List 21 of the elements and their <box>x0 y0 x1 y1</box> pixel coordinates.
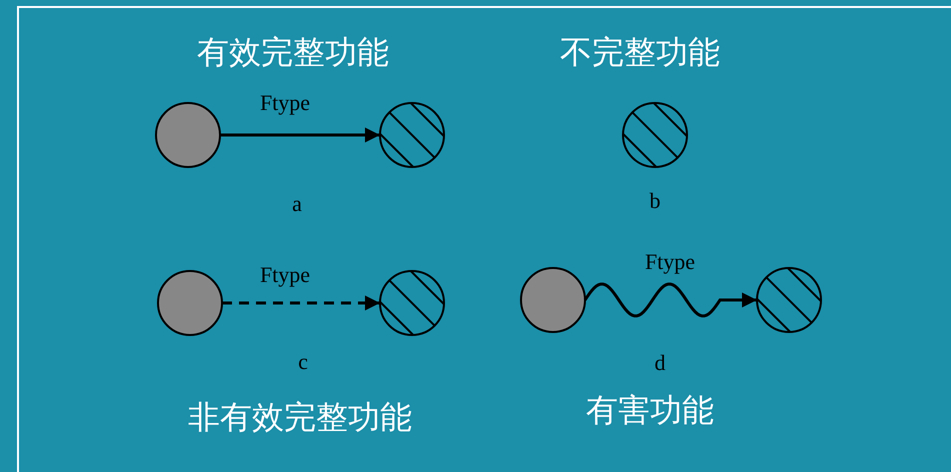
wavy-arrow <box>584 282 757 318</box>
filled-circle <box>155 102 221 168</box>
edge-label: Ftype <box>260 92 310 114</box>
hatched-circle <box>379 270 445 336</box>
filled-circle <box>157 270 223 336</box>
panel-letter: c <box>298 351 308 373</box>
category-heading: 有害功能 <box>586 394 714 426</box>
category-heading: 有效完整功能 <box>197 36 389 68</box>
edge-label: Ftype <box>260 264 310 286</box>
category-heading: 非有效完整功能 <box>188 401 412 433</box>
category-heading: 不完整功能 <box>560 36 720 68</box>
hatched-circle <box>622 102 688 168</box>
filled-circle <box>520 267 586 333</box>
arrow <box>220 128 380 142</box>
hatched-circle <box>756 267 822 333</box>
edge-label: Ftype <box>644 251 696 273</box>
panel-letter: d <box>654 352 666 374</box>
hatched-circle <box>379 102 445 168</box>
dashed-arrow <box>222 296 380 310</box>
panel-letter: a <box>292 193 302 215</box>
panel-letter: b <box>650 190 660 212</box>
